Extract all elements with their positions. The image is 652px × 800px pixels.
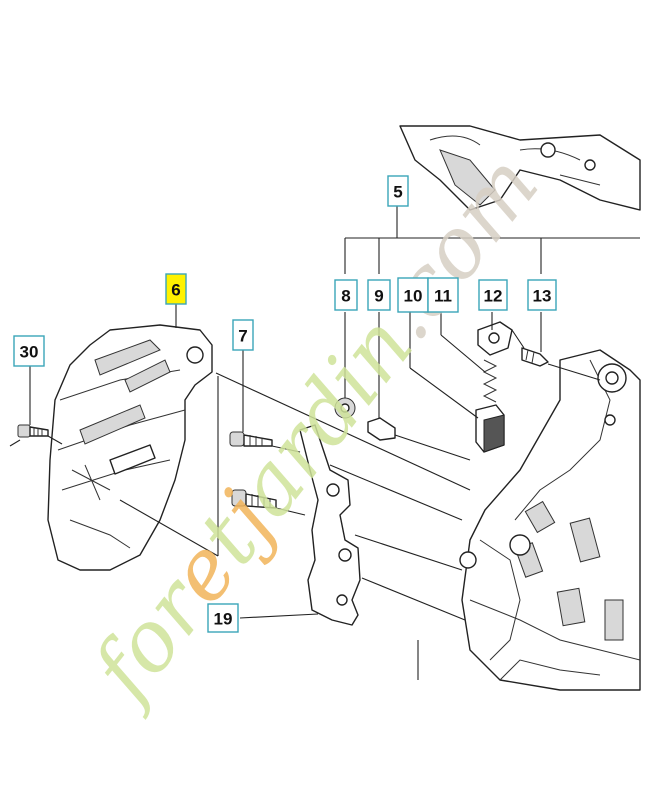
callout-label-11: 11 <box>434 287 452 306</box>
block-10-part <box>475 404 505 453</box>
callout-label-7: 7 <box>238 327 247 346</box>
bolt-7a-part <box>229 431 273 447</box>
callout-10[interactable]: 10 <box>397 277 429 313</box>
callouts: 5 6 7 8 9 10 11 12 13 19 30 <box>13 175 557 633</box>
callout-5[interactable]: 5 <box>387 175 409 207</box>
callout-11[interactable]: 11 <box>427 277 459 313</box>
callout-box-5[interactable] <box>387 175 409 207</box>
callout-box-11[interactable] <box>427 277 459 313</box>
callout-label-8: 8 <box>341 287 350 306</box>
callout-6[interactable]: 6 <box>165 273 187 305</box>
callout-label-5: 5 <box>393 183 402 202</box>
callout-box-12[interactable] <box>478 279 508 311</box>
callout-label-6: 6 <box>171 281 180 300</box>
plate-19-part <box>299 424 361 626</box>
screw-30-part <box>17 424 49 438</box>
engine-top-fragment <box>399 125 641 211</box>
callout-label-13: 13 <box>533 287 552 306</box>
callout-13[interactable]: 13 <box>527 279 557 311</box>
watermark-text: foretjardin.com <box>70 137 557 722</box>
nut-8-part <box>334 397 356 419</box>
callout-box-13[interactable] <box>527 279 557 311</box>
callout-box-30[interactable] <box>13 335 45 367</box>
callout-box-6[interactable] <box>165 273 187 305</box>
leader-lines <box>9 206 640 680</box>
callout-box-7[interactable] <box>232 319 254 351</box>
callout-label-19: 19 <box>214 610 233 629</box>
callout-label-30: 30 <box>20 343 39 362</box>
callout-label-12: 12 <box>484 287 503 306</box>
callout-9[interactable]: 9 <box>367 279 391 311</box>
callout-box-9[interactable] <box>367 279 391 311</box>
callout-19[interactable]: 19 <box>207 603 239 633</box>
callout-30[interactable]: 30 <box>13 335 45 367</box>
callout-8[interactable]: 8 <box>334 279 358 311</box>
pin-9-part <box>367 417 396 441</box>
callout-12[interactable]: 12 <box>478 279 508 311</box>
callout-label-9: 9 <box>374 287 383 306</box>
chain-guide-plate-part <box>47 324 213 571</box>
watermark: foretjardin.com <box>70 137 557 722</box>
callout-7[interactable]: 7 <box>232 319 254 351</box>
screw-13-part <box>521 347 549 367</box>
callout-box-19[interactable] <box>207 603 239 633</box>
spring-11-part <box>482 359 498 403</box>
callout-box-8[interactable] <box>334 279 358 311</box>
crankcase <box>459 349 641 691</box>
callout-label-10: 10 <box>404 287 423 306</box>
bracket-12-part <box>477 321 513 356</box>
